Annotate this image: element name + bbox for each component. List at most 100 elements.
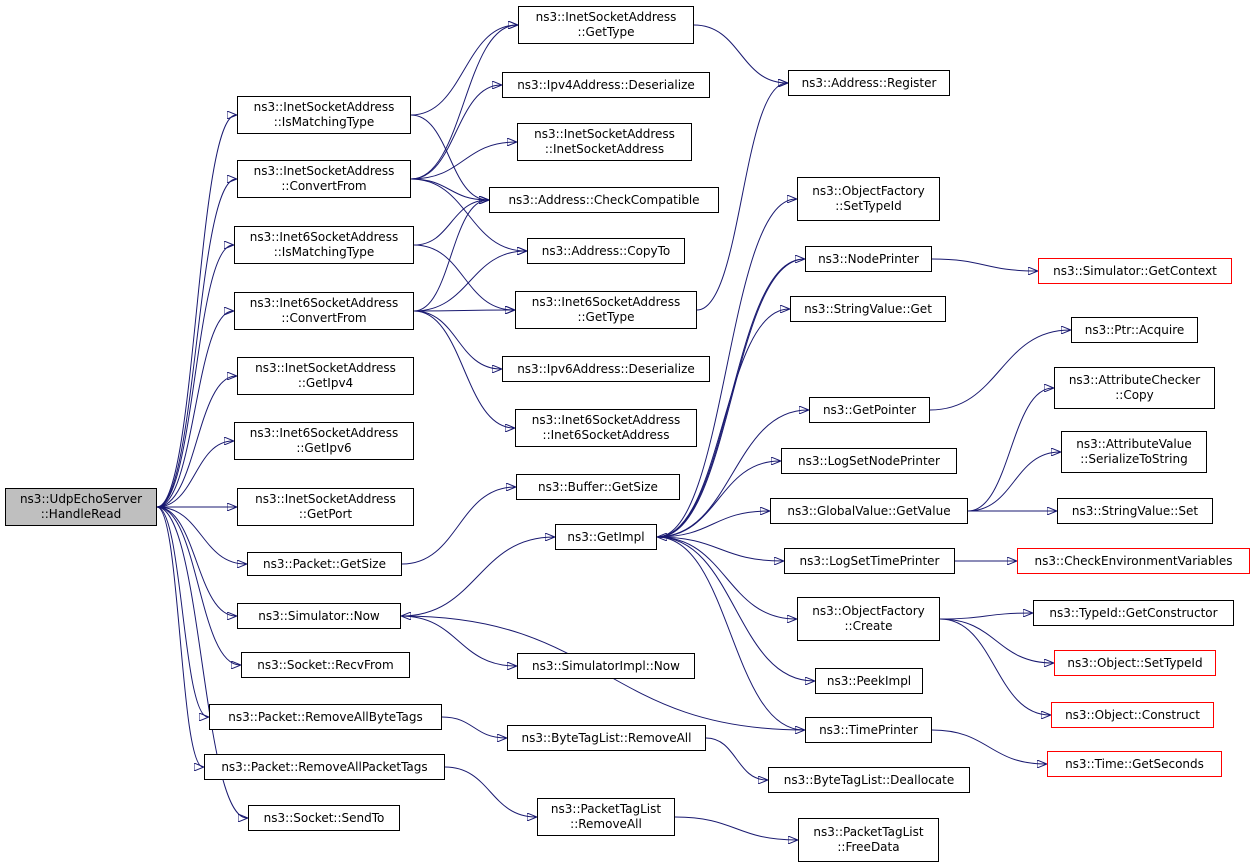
node-label: ns3::InetSocketAddress: [535, 10, 677, 24]
edge-root-to-inet6-ismatch: [156, 245, 233, 508]
node-ipv4-deser[interactable]: ns3::Ipv4Address::Deserialize: [502, 72, 710, 98]
edge-getimpl-to-stringvalue-get: [656, 309, 789, 538]
node-pkttag-freedata[interactable]: ns3::PacketTagList::FreeData: [798, 818, 939, 862]
node-sim-getcontext[interactable]: ns3::Simulator::GetContext: [1038, 258, 1232, 284]
node-object-construct[interactable]: ns3::Object::Construct: [1051, 702, 1214, 728]
node-stringvalue-set[interactable]: ns3::StringValue::Set: [1057, 498, 1213, 524]
node-root: ns3::UdpEchoServer::HandleRead: [5, 488, 157, 526]
node-label: ns3::Object::SetTypeId: [1067, 655, 1203, 670]
node-logsettimeprinter[interactable]: ns3::LogSetTimePrinter: [784, 548, 955, 574]
node-label: ::FreeData: [837, 840, 900, 854]
node-inet-ctor[interactable]: ns3::InetSocketAddress::InetSocketAddres…: [517, 123, 692, 161]
edge-inet6-ismatch-to-addr-checkcompat: [413, 200, 488, 246]
node-label: ns3::PacketTagList: [550, 802, 662, 816]
node-label: ns3::Ipv6Address::Deserialize: [517, 361, 695, 376]
node-bytetag-rmall[interactable]: ns3::ByteTagList::RemoveAll: [507, 725, 706, 751]
node-checkenv[interactable]: ns3::CheckEnvironmentVariables: [1017, 548, 1250, 574]
node-label: ::SetTypeId: [835, 199, 902, 213]
edge-getimpl-to-objfac-settypeid: [656, 199, 796, 538]
node-bytetag-dealloc[interactable]: ns3::ByteTagList::Deallocate: [768, 767, 970, 793]
edge-root-to-inet6-convert: [156, 311, 233, 508]
node-inet-gettype[interactable]: ns3::InetSocketAddress::GetType: [518, 6, 694, 44]
node-label: ns3::Inet6SocketAddress: [531, 295, 681, 309]
node-inet-getport[interactable]: ns3::InetSocketAddress::GetPort: [237, 488, 414, 526]
node-addr-checkcompat[interactable]: ns3::Address::CheckCompatible: [489, 187, 719, 213]
node-objfac-create[interactable]: ns3::ObjectFactory::Create: [797, 597, 940, 641]
edge-inet-ismatch-to-addr-checkcompat: [410, 114, 488, 200]
node-globalvalue-getvalue[interactable]: ns3::GlobalValue::GetValue: [770, 498, 968, 524]
node-inet6-gettype[interactable]: ns3::Inet6SocketAddress::GetType: [515, 291, 697, 329]
node-label: ns3::TypeId::GetConstructor: [1049, 605, 1218, 620]
node-label: ns3::Time::GetSeconds: [1065, 756, 1204, 771]
node-label: ns3::CheckEnvironmentVariables: [1034, 553, 1233, 568]
edge-inet-convert-to-inet-ctor: [410, 142, 516, 180]
edge-root-to-packet-getsize: [156, 506, 246, 564]
edge-objfac-create-to-object-settypeid: [939, 618, 1053, 663]
node-label: ::InetSocketAddress: [544, 142, 665, 156]
edge-root-to-inet-convert: [156, 179, 236, 508]
node-inet-getipv4[interactable]: ns3::InetSocketAddress::GetIpv4: [237, 357, 414, 395]
node-ipv6-deser[interactable]: ns3::Ipv6Address::Deserialize: [502, 356, 710, 382]
node-pkttag-rmall[interactable]: ns3::PacketTagList::RemoveAll: [537, 798, 675, 836]
edge-inet-ismatch-to-inet-gettype: [410, 25, 517, 116]
node-label: ns3::Packet::GetSize: [263, 556, 386, 571]
node-label: ns3::Packet::RemoveAllByteTags: [228, 709, 423, 724]
node-label: ::GetType: [577, 25, 635, 39]
node-ptr-acquire[interactable]: ns3::Ptr::Acquire: [1071, 317, 1198, 343]
node-label: ns3::Address::Register: [801, 75, 937, 90]
node-sim-now[interactable]: ns3::Simulator::Now: [237, 603, 401, 629]
edge-objfac-create-to-object-construct: [939, 618, 1050, 715]
node-attrchecker-copy[interactable]: ns3::AttributeChecker::Copy: [1054, 367, 1215, 409]
node-objfac-settypeid[interactable]: ns3::ObjectFactory::SetTypeId: [797, 177, 940, 221]
node-typeid-getctor[interactable]: ns3::TypeId::GetConstructor: [1033, 600, 1234, 626]
edge-inet6-convert-to-inet6-gettype: [413, 310, 514, 311]
node-logsetnodeprinter[interactable]: ns3::LogSetNodePrinter: [781, 448, 957, 474]
node-label: ::ConvertFrom: [281, 179, 367, 193]
edge-getimpl-to-logsetnodeprinter: [656, 461, 780, 538]
node-label: ns3::Inet6SocketAddress: [249, 426, 399, 440]
node-getimpl[interactable]: ns3::GetImpl: [555, 524, 657, 550]
node-label: ns3::Object::Construct: [1065, 707, 1200, 722]
node-label: ns3::Socket::SendTo: [263, 810, 385, 825]
node-inet6-ctor[interactable]: ns3::Inet6SocketAddress::Inet6SocketAddr…: [515, 409, 697, 447]
node-packet-rmpacket[interactable]: ns3::Packet::RemoveAllPacketTags: [204, 754, 445, 780]
node-attrvalue-ser[interactable]: ns3::AttributeValue::SerializeToString: [1061, 431, 1207, 473]
node-label: ns3::AttributeChecker: [1068, 373, 1201, 387]
node-peekimpl[interactable]: ns3::PeekImpl: [815, 668, 923, 694]
node-label: ::GetPort: [298, 507, 353, 521]
node-inet-ismatch[interactable]: ns3::InetSocketAddress::IsMatchingType: [237, 96, 411, 134]
node-label: ns3::NodePrinter: [818, 251, 919, 266]
node-getpointer[interactable]: ns3::GetPointer: [809, 397, 930, 423]
node-socket-sendto[interactable]: ns3::Socket::SendTo: [248, 805, 400, 831]
node-stringvalue-get[interactable]: ns3::StringValue::Get: [790, 296, 946, 322]
node-addr-register[interactable]: ns3::Address::Register: [788, 70, 950, 96]
node-label: ::Inet6SocketAddress: [542, 428, 670, 442]
node-time-getseconds[interactable]: ns3::Time::GetSeconds: [1047, 751, 1222, 777]
edge-getimpl-to-objfac-create: [656, 536, 796, 619]
node-label: ns3::Inet6SocketAddress: [249, 230, 399, 244]
node-label: ns3::GetImpl: [567, 529, 645, 544]
node-inet6-getipv6[interactable]: ns3::Inet6SocketAddress::GetIpv6: [234, 422, 414, 460]
node-socket-recvfrom[interactable]: ns3::Socket::RecvFrom: [241, 652, 410, 678]
node-nodeprinter[interactable]: ns3::NodePrinter: [805, 246, 932, 272]
node-inet6-convert[interactable]: ns3::Inet6SocketAddress::ConvertFrom: [234, 292, 414, 330]
edge-inet6-gettype-to-addr-register: [696, 83, 787, 311]
edge-root-to-packet-rmpacket: [156, 506, 203, 767]
node-packet-getsize[interactable]: ns3::Packet::GetSize: [247, 552, 402, 576]
node-simimpl-now[interactable]: ns3::SimulatorImpl::Now: [517, 653, 695, 679]
node-packet-rmbyte[interactable]: ns3::Packet::RemoveAllByteTags: [209, 704, 442, 730]
node-object-settypeid[interactable]: ns3::Object::SetTypeId: [1054, 650, 1216, 676]
node-inet-convert[interactable]: ns3::InetSocketAddress::ConvertFrom: [237, 160, 411, 198]
edge-root-to-socket-sendto: [156, 506, 247, 818]
node-label: ns3::ObjectFactory: [812, 184, 925, 198]
node-buffer-getsize[interactable]: ns3::Buffer::GetSize: [516, 474, 680, 500]
edge-getimpl-to-globalvalue-getvalue: [656, 511, 769, 538]
node-addr-copyto[interactable]: ns3::Address::CopyTo: [527, 238, 685, 264]
edge-nodeprinter-to-getimpl: [658, 258, 806, 537]
node-label: ns3::Packet::RemoveAllPacketTags: [221, 759, 428, 774]
node-label: ns3::Ipv4Address::Deserialize: [517, 77, 695, 92]
node-inet6-ismatch[interactable]: ns3::Inet6SocketAddress::IsMatchingType: [234, 226, 414, 264]
node-timeprinter[interactable]: ns3::TimePrinter: [805, 717, 932, 743]
